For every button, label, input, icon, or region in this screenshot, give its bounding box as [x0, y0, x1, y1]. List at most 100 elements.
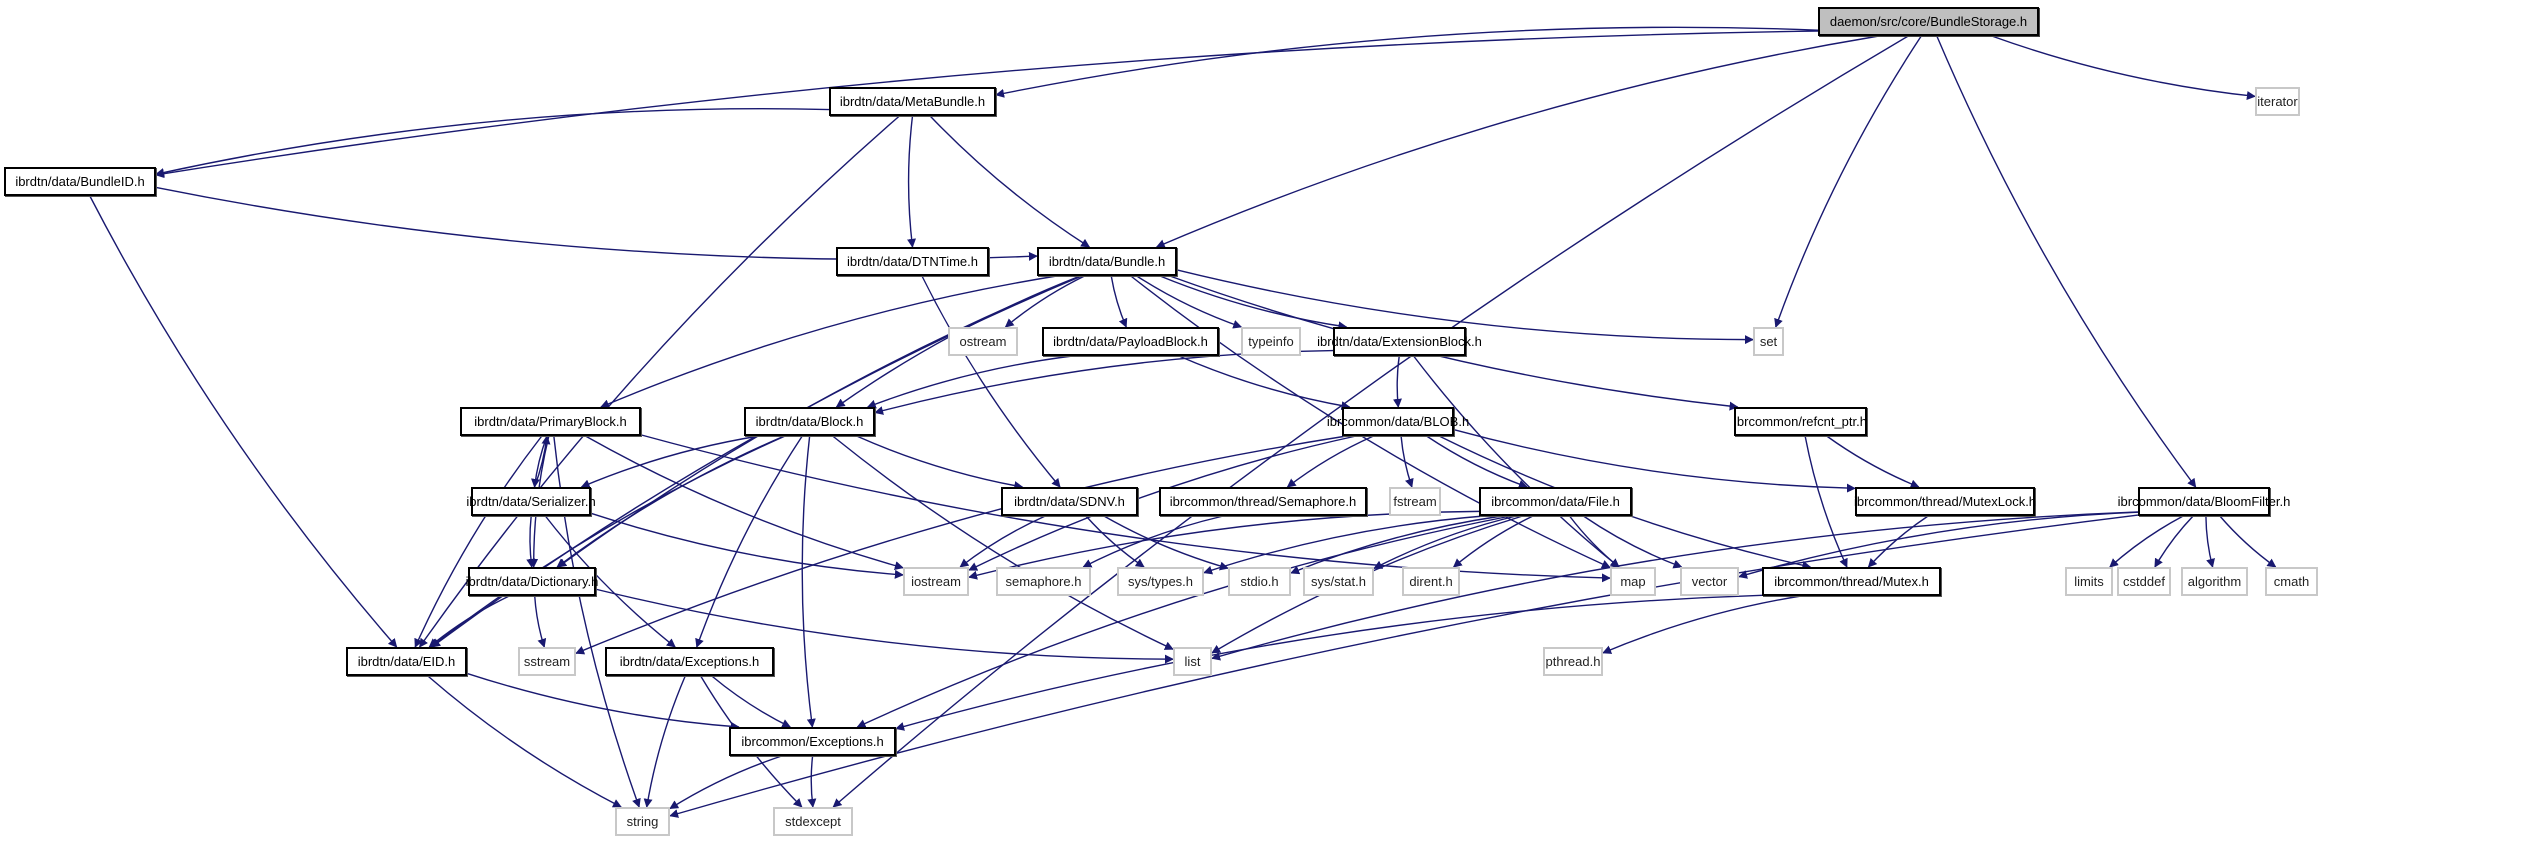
node-label: ibrcommon/thread/Mutex.h	[1774, 574, 1929, 589]
edge-block-to-serializer	[580, 435, 760, 488]
edge-blob-to-sstream	[575, 435, 1347, 655]
node-dictionary[interactable]: ibrdtn/data/Dictionary.h	[466, 567, 598, 596]
edge-bundle-to-refcnt_ptr	[1169, 275, 1739, 411]
node-dataexceptions[interactable]: ibrdtn/data/Exceptions.h	[605, 647, 774, 676]
edge-block-to-eid	[430, 435, 786, 648]
node-label: ibrdtn/data/SDNV.h	[1014, 494, 1125, 509]
node-file[interactable]: ibrcommon/data/File.h	[1479, 487, 1632, 516]
node-eid[interactable]: ibrdtn/data/EID.h	[346, 647, 467, 676]
node-label: ibrdtn/data/Serializer.h	[466, 494, 596, 509]
node-label: sys/types.h	[1127, 574, 1194, 589]
node-mutex[interactable]: ibrcommon/thread/Mutex.h	[1762, 567, 1941, 596]
node-bundleid[interactable]: ibrdtn/data/BundleID.h	[4, 167, 156, 196]
node-label: ibrdtn/data/BundleID.h	[15, 174, 145, 189]
node-label: daemon/src/core/BundleStorage.h	[1829, 14, 2028, 29]
node-stdio: stdio.h	[1228, 567, 1291, 596]
node-bloomfilter[interactable]: ibrcommon/data/BloomFilter.h	[2118, 487, 2290, 516]
node-serializer[interactable]: ibrdtn/data/Serializer.h	[466, 487, 596, 516]
edge-block-to-list	[832, 435, 1174, 650]
edge-file-to-sys_stat	[1373, 515, 1517, 570]
node-semaphore-h: semaphore.h	[996, 567, 1091, 596]
node-label: ibrcommon/refcnt_ptr.h	[1734, 414, 1867, 429]
edge-bundlestorage-to-set	[1774, 35, 1922, 328]
edge-primaryblock-to-eid	[414, 435, 543, 648]
edge-bloomfilter-to-limits	[2109, 515, 2184, 568]
edge-bundlestorage-to-stdexcept	[832, 35, 1909, 808]
node-cmath: cmath	[2265, 567, 2318, 596]
node-label: string	[626, 814, 659, 829]
node-metabundle[interactable]: ibrdtn/data/MetaBundle.h	[829, 87, 996, 116]
node-sstream: sstream	[518, 647, 576, 676]
node-typeinfo: typeinfo	[1241, 327, 1301, 356]
node-label: stdio.h	[1240, 574, 1279, 589]
edge-commonexceptions-to-stdexcept	[807, 755, 817, 808]
node-bundlestorage[interactable]: daemon/src/core/BundleStorage.h	[1818, 7, 2039, 36]
edge-bundle-to-payloadblock	[1110, 275, 1128, 328]
node-bundle[interactable]: ibrdtn/data/Bundle.h	[1037, 247, 1177, 276]
node-primaryblock[interactable]: ibrdtn/data/PrimaryBlock.h	[460, 407, 641, 436]
node-label: sstream	[523, 654, 571, 669]
edge-block-to-sdnv	[856, 435, 1024, 490]
node-label: cstddef	[2123, 574, 2165, 589]
node-extensionblock[interactable]: ibrdtn/data/ExtensionBlock.h	[1317, 327, 1482, 356]
edge-file-to-map	[1568, 515, 1620, 568]
node-set: set	[1753, 327, 1784, 356]
edge-dictionary-to-sstream	[534, 595, 547, 648]
node-label: ibrdtn/data/DTNTime.h	[846, 254, 978, 269]
node-label: ibrcommon/data/File.h	[1491, 494, 1620, 509]
edge-refcnt_ptr-to-mutexlock	[1826, 435, 1920, 489]
edge-mutex-to-commonexceptions	[895, 594, 1763, 731]
node-payloadblock[interactable]: ibrdtn/data/PayloadBlock.h	[1042, 327, 1219, 356]
edge-eid-to-commonexceptions	[466, 672, 740, 731]
node-label: ibrcommon/thread/MutexLock.h	[1853, 494, 2037, 509]
node-dtntime[interactable]: ibrdtn/data/DTNTime.h	[836, 247, 989, 276]
node-vector: vector	[1680, 567, 1739, 596]
node-label: limits	[2074, 574, 2104, 589]
edge-dataexceptions-to-string	[643, 675, 686, 808]
edge-serializer-to-dataexceptions	[544, 515, 676, 648]
node-block[interactable]: ibrdtn/data/Block.h	[744, 407, 875, 436]
node-label: ibrcommon/Exceptions.h	[741, 734, 884, 749]
node-label: fstream	[1393, 494, 1437, 509]
node-label: ibrcommon/thread/Semaphore.h	[1169, 494, 1357, 509]
node-cstddef: cstddef	[2117, 567, 2171, 596]
node-list: list	[1173, 647, 1212, 676]
edge-bundlestorage-to-bundleid	[155, 30, 1819, 179]
edge-file-to-sys_types	[1203, 515, 1484, 575]
node-blob[interactable]: ibrcommon/data/BLOB.h	[1327, 407, 1469, 436]
node-fstream: fstream	[1389, 487, 1441, 516]
edge-bundle-to-set	[1176, 269, 1754, 345]
edge-metabundle-to-bundleid	[155, 108, 830, 177]
node-sdnv[interactable]: ibrdtn/data/SDNV.h	[1001, 487, 1138, 516]
node-label: dirent.h	[1409, 574, 1453, 589]
edge-dataexceptions-to-commonexceptions	[711, 675, 792, 728]
edge-payloadblock-to-blob	[1178, 355, 1351, 411]
edge-block-to-commonexceptions	[801, 435, 816, 728]
edges-layer	[89, 26, 2277, 818]
edge-dictionary-to-list	[595, 588, 1174, 664]
edge-file-to-stdio	[1290, 515, 1502, 575]
node-refcnt-ptr[interactable]: ibrcommon/refcnt_ptr.h	[1734, 407, 1867, 436]
edge-bloomfilter-to-cmath	[2219, 515, 2277, 568]
edge-dictionary-to-eid	[428, 595, 510, 648]
edge-bundle-to-primaryblock	[600, 275, 1057, 408]
node-label: ibrdtn/data/PayloadBlock.h	[1053, 334, 1208, 349]
node-label: ostream	[959, 334, 1007, 349]
edge-metabundle-to-bundle	[929, 115, 1091, 248]
node-label: ibrdtn/data/EID.h	[357, 654, 456, 669]
node-label: map	[1620, 574, 1646, 589]
edge-bundle-to-map	[1130, 275, 1611, 569]
node-label: algorithm	[2187, 574, 2242, 589]
edge-bloomfilter-to-cstddef	[2154, 515, 2194, 568]
node-mutexlock[interactable]: ibrcommon/thread/MutexLock.h	[1853, 487, 2037, 516]
node-stdexcept: stdexcept	[773, 807, 853, 836]
node-semaphore[interactable]: ibrcommon/thread/Semaphore.h	[1159, 487, 1367, 516]
node-commonexceptions[interactable]: ibrcommon/Exceptions.h	[729, 727, 896, 756]
edge-eid-to-string	[427, 675, 622, 808]
node-algorithm: algorithm	[2181, 567, 2248, 596]
node-label: ibrdtn/data/Block.h	[755, 414, 864, 429]
edge-primaryblock-to-string	[553, 435, 641, 808]
node-sys-stat: sys/stat.h	[1303, 567, 1374, 596]
node-label: ibrdtn/data/ExtensionBlock.h	[1317, 334, 1482, 349]
edge-bundlestorage-to-iterator	[1991, 35, 2256, 100]
